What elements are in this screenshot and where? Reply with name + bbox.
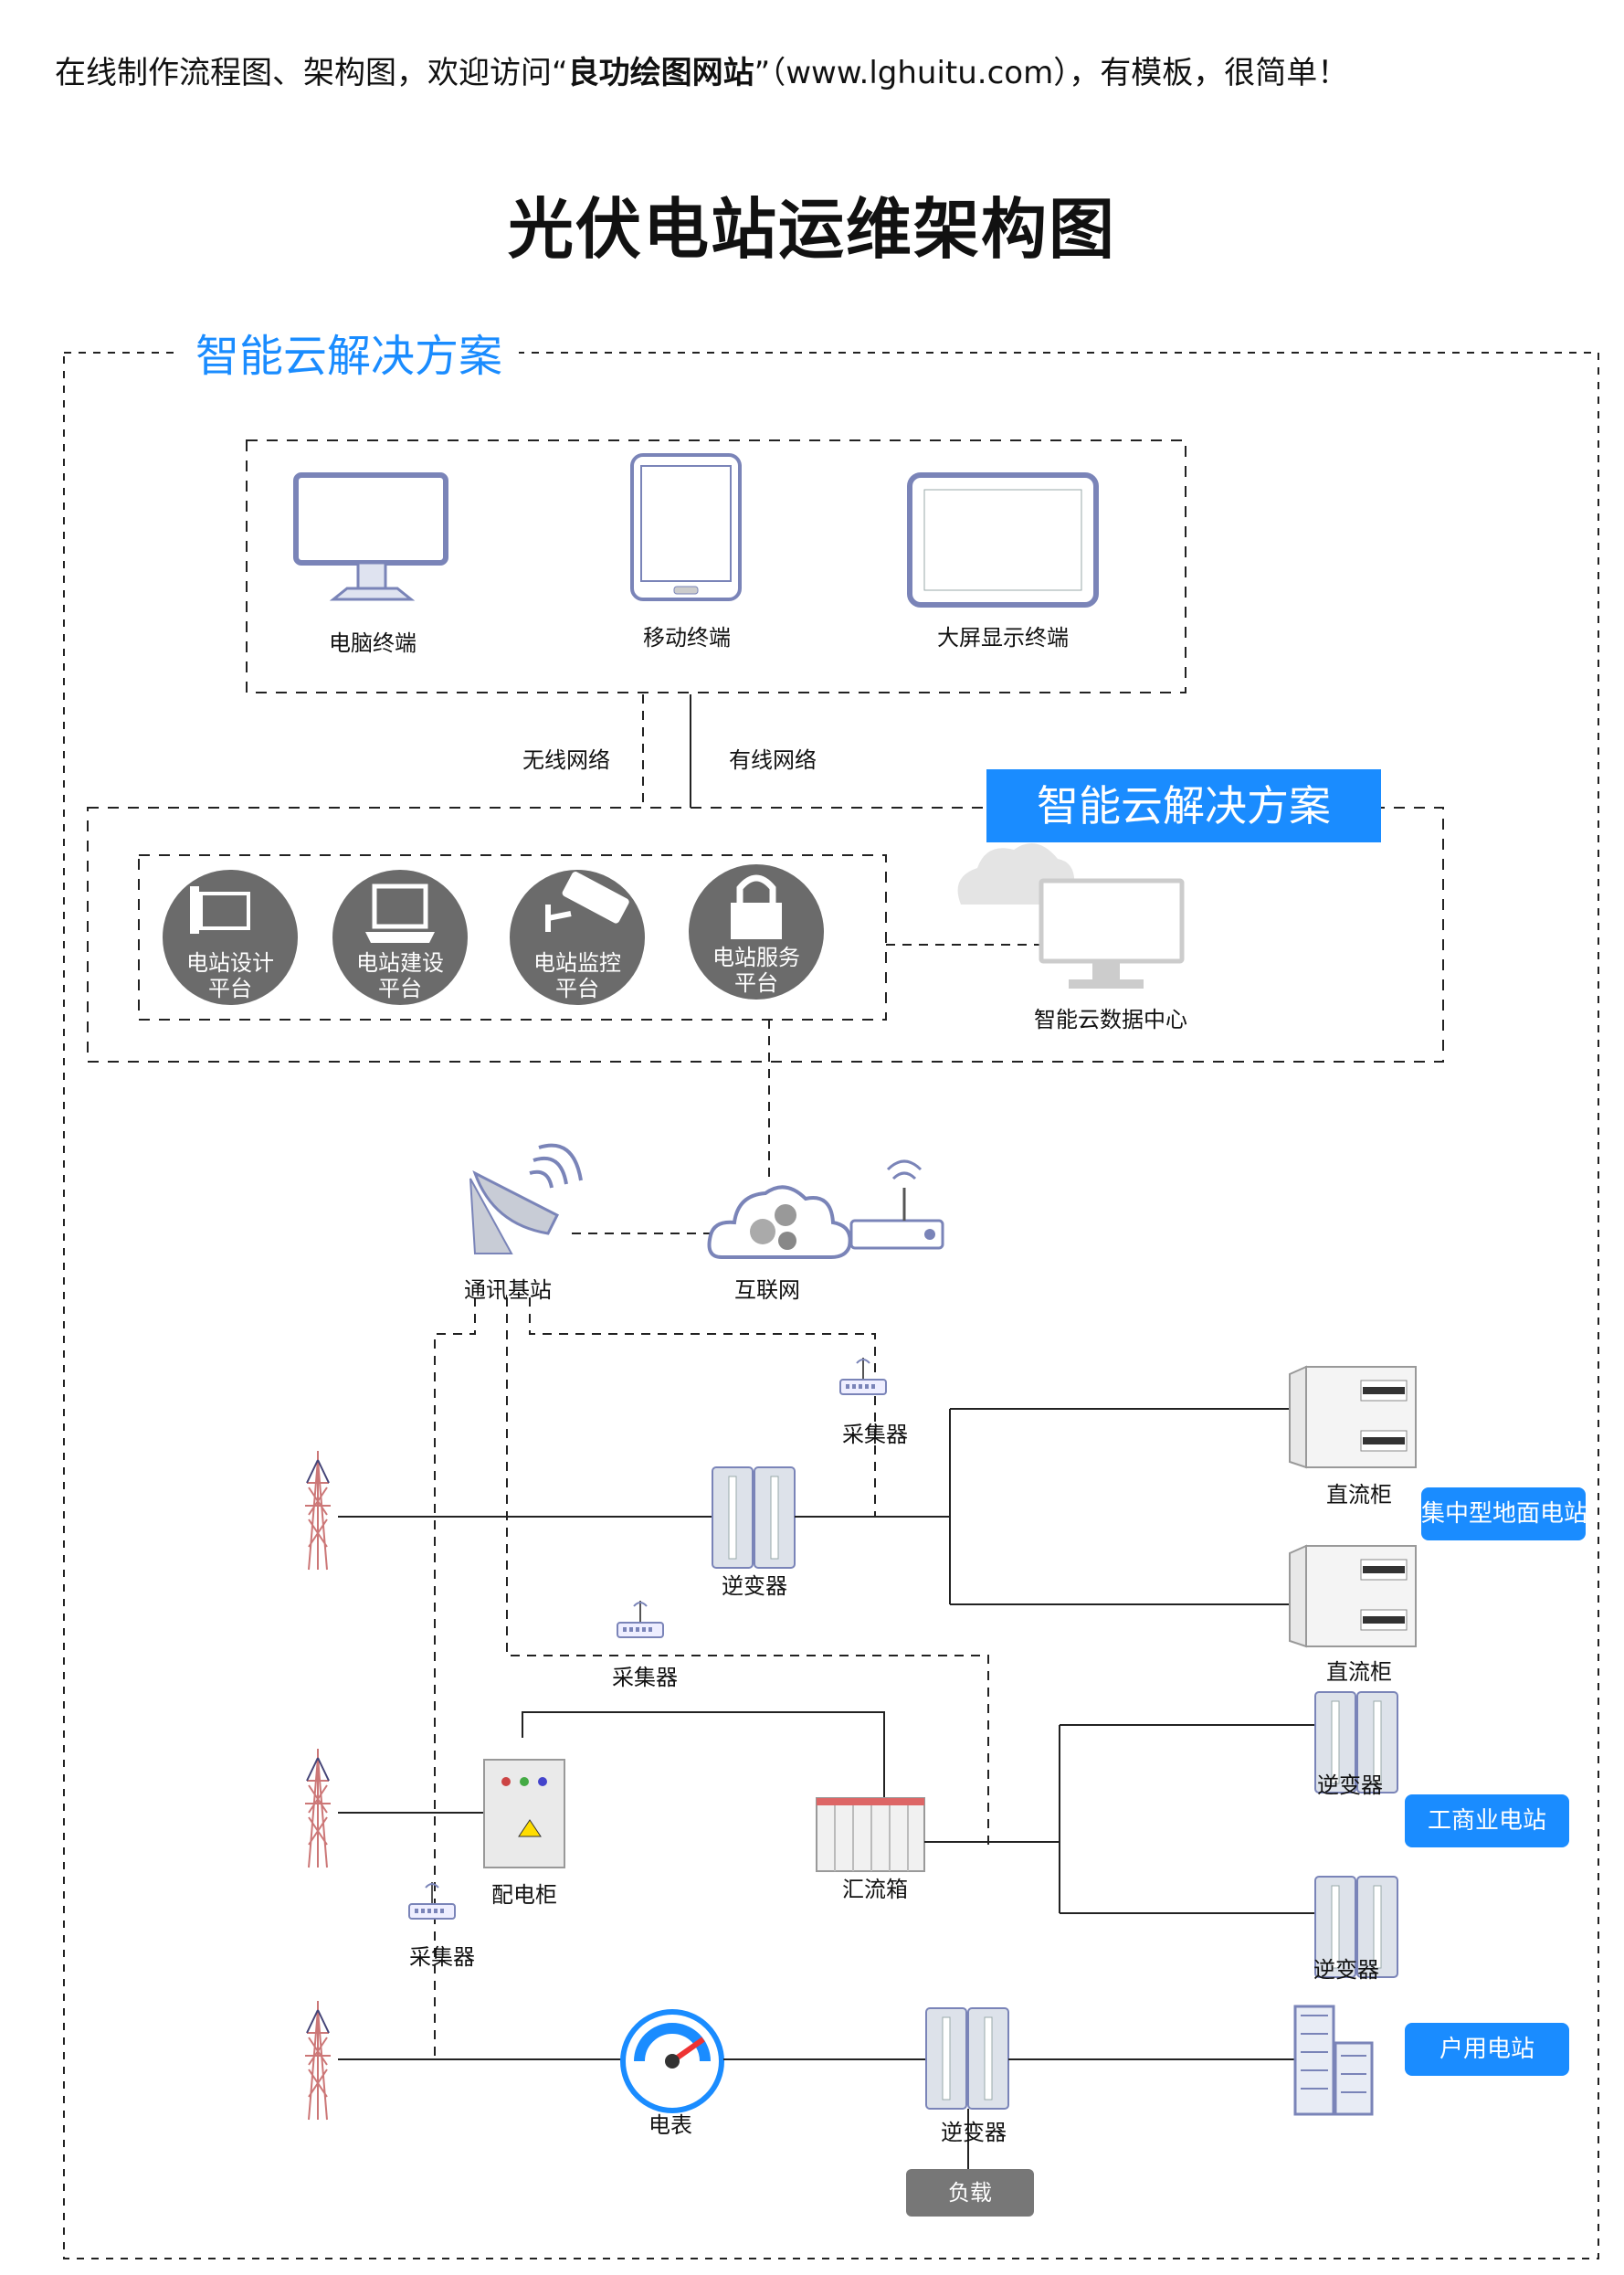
base-station-label: 通讯基站 <box>464 1277 552 1303</box>
dc-cabinet-icon-2 <box>1289 1545 1417 1647</box>
banner-pre: 在线制作流程图、架构图，欢迎访问“ <box>55 55 568 91</box>
platform-monitor-icon <box>510 870 645 1005</box>
inverter-label-4: 逆变器 <box>941 2120 1007 2145</box>
platform-label-design: 电站设计平台 <box>186 950 274 1001</box>
desktop-icon <box>293 472 448 601</box>
collector-label-3: 采集器 <box>409 1944 475 1970</box>
distribution-cabinet-icon <box>483 1759 565 1868</box>
comm-link-household <box>434 1297 476 2059</box>
router-icon <box>849 1159 944 1250</box>
station-tag-commercial: 工商业电站 <box>1405 1794 1569 1847</box>
comm-link-centralized <box>529 1297 876 1517</box>
internet-label: 互联网 <box>734 1277 800 1303</box>
comm-link-commercial <box>506 1297 989 1849</box>
internet-cloud-icon <box>707 1185 852 1259</box>
meter-icon <box>620 2009 724 2113</box>
banner-text: 在线制作流程图、架构图，欢迎访问“良功绘图网站”（www.lghuitu.com… <box>55 48 1348 92</box>
collector-label-2: 采集器 <box>612 1665 678 1690</box>
satellite-dish-icon <box>469 1143 583 1254</box>
dc-cabinet-icon-1 <box>1289 1366 1417 1468</box>
combiner-label: 汇流箱 <box>842 1877 908 1902</box>
outer-section-title: 智能云解决方案 <box>179 320 520 384</box>
dc-cabinet-label-1: 直流柜 <box>1326 1482 1392 1508</box>
load-box: 负载 <box>906 2169 1034 2217</box>
inverter-icon-1 <box>712 1466 796 1569</box>
platform-build-icon <box>332 870 468 1005</box>
large-screen-icon <box>907 472 1099 608</box>
inverter-label-1: 逆变器 <box>722 1573 787 1599</box>
station-tag-household: 户用电站 <box>1405 2023 1569 2076</box>
platform-label-service: 电站服务平台 <box>712 945 800 996</box>
wireless-network-label: 无线网络 <box>522 747 610 773</box>
combiner-box-icon <box>816 1797 925 1872</box>
platform-service-icon <box>689 864 824 1000</box>
platform-label-monitor: 电站监控平台 <box>533 950 621 1001</box>
terminal-label-mobile: 移动终端 <box>643 625 731 651</box>
power-tower-icon-3 <box>304 2000 332 2121</box>
inverter-icon-4 <box>925 2007 1009 2110</box>
banner-site-name: 良功绘图网站 <box>567 55 754 91</box>
cloud-section-title: 智能云解决方案 <box>986 769 1381 842</box>
cloud-datacenter-icon <box>957 842 1185 989</box>
platform-design-icon <box>163 870 298 1005</box>
platforms-frame <box>138 854 887 1021</box>
power-tower-icon-1 <box>304 1450 332 1571</box>
distribution-label: 配电柜 <box>491 1882 557 1908</box>
building-icon <box>1293 2005 1374 2116</box>
meter-label: 电表 <box>649 2112 692 2138</box>
datacenter-label: 智能云数据中心 <box>1034 1007 1187 1032</box>
collector-icon-3 <box>408 1881 456 1920</box>
collector-icon-2 <box>617 1600 664 1638</box>
platform-label-build: 电站建设平台 <box>356 950 444 1001</box>
tablet-icon <box>630 453 742 601</box>
dc-cabinet-label-2: 直流柜 <box>1326 1659 1392 1685</box>
collector-icon-1 <box>839 1357 887 1395</box>
inverter-label-3: 逆变器 <box>1313 1957 1379 1983</box>
banner-post: ”（www.lghuitu.com），有模板，很简单！ <box>754 55 1349 91</box>
terminals-frame <box>246 439 1186 693</box>
terminal-label-pc: 电脑终端 <box>329 630 417 656</box>
outer-frame <box>63 352 1599 2259</box>
inverter-label-2: 逆变器 <box>1317 1772 1383 1798</box>
page-title: 光伏电站运维架构图 <box>507 191 1116 268</box>
terminal-label-screen: 大屏显示终端 <box>937 625 1069 651</box>
power-tower-icon-2 <box>304 1748 332 1868</box>
station-tag-centralized: 集中型地面电站 <box>1421 1487 1587 1540</box>
wired-network-label: 有线网络 <box>729 747 817 773</box>
collector-label-1: 采集器 <box>842 1422 908 1447</box>
